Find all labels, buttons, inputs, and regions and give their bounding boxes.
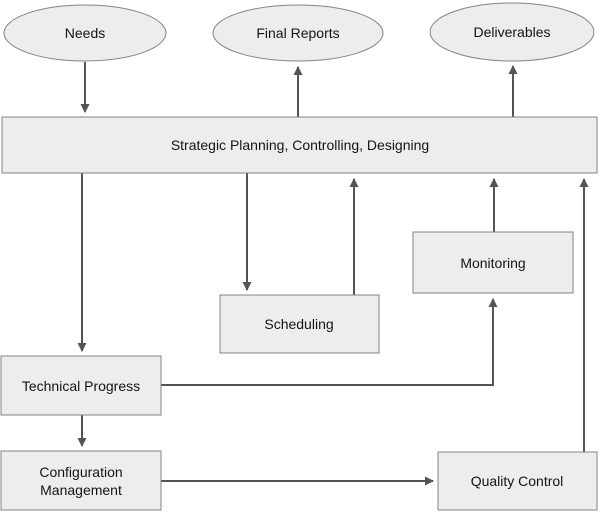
edge-technical-progress-to-monitoring [161, 298, 498, 386]
technical-progress-box [0, 355, 162, 416]
node-final-reports: Final Reports [212, 4, 384, 62]
strategic-planning-label: Strategic Planning, Controlling, Designi… [171, 137, 429, 153]
final-reports-ellipse [212, 4, 384, 62]
configuration-management-box [0, 450, 162, 511]
node-configuration-management: Configuration Management [0, 450, 162, 511]
technical-progress-label: Technical Progress [22, 378, 140, 394]
configuration-management-label-line2: Management [40, 482, 122, 498]
node-strategic-planning: Strategic Planning, Controlling, Designi… [1, 116, 598, 174]
node-needs: Needs [3, 4, 167, 62]
node-technical-progress: Technical Progress [0, 355, 162, 416]
deliverables-ellipse [429, 2, 595, 62]
needs-label: Needs [65, 25, 105, 41]
monitoring-box [412, 231, 574, 294]
deliverables-label: Deliverables [473, 24, 550, 40]
node-quality-control: Quality Control [437, 451, 598, 511]
scheduling-label: Scheduling [264, 316, 333, 332]
strategic-planning-box [1, 116, 598, 174]
final-reports-label: Final Reports [256, 25, 339, 41]
scheduling-box [219, 294, 380, 354]
node-monitoring: Monitoring [412, 231, 574, 294]
node-deliverables: Deliverables [429, 2, 595, 62]
configuration-management-label-line1: Configuration [39, 464, 122, 480]
monitoring-label: Monitoring [460, 255, 525, 271]
needs-ellipse [3, 4, 167, 62]
quality-control-label: Quality Control [471, 473, 564, 489]
node-scheduling: Scheduling [219, 294, 380, 354]
quality-control-box [437, 451, 598, 511]
